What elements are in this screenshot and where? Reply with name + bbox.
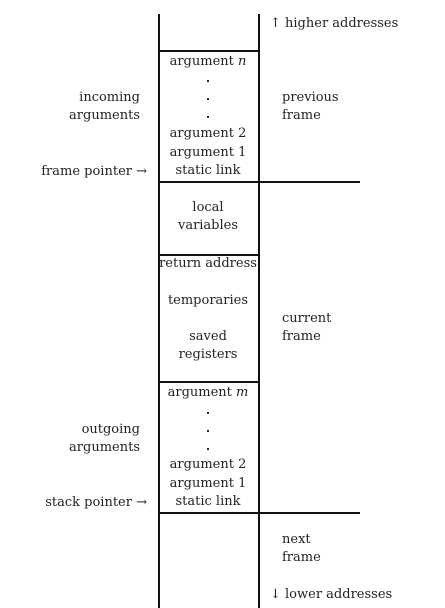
outgoing-argument-2-cell: argument 2 [169, 457, 247, 472]
ellipsis-dot [207, 430, 209, 432]
argument-m-cell: argument m [158, 384, 258, 402]
ellipsis-dot [207, 80, 209, 82]
outgoing-argument-1-cell: argument 1 [169, 476, 247, 491]
outgoing-arguments-label-line1: outgoing [81, 422, 140, 437]
temporaries-cell: temporaries [167, 293, 249, 308]
saved-registers-cell-line2: registers [178, 347, 238, 362]
divider-current-frame-bottom [158, 512, 360, 514]
return-address-cell: return address [159, 256, 257, 271]
ellipsis-dot [207, 412, 209, 414]
lower-addresses-label: ↓ lower addresses [270, 587, 393, 602]
previous-frame-label-line1: previous [282, 90, 339, 105]
divider-previous-frame-bottom [158, 181, 360, 183]
stack-left-border [158, 14, 160, 608]
incoming-argument-2-cell: argument 2 [169, 126, 247, 141]
argument-m-prefix: argument [167, 385, 237, 400]
local-variables-cell-line1: local [192, 200, 224, 215]
incoming-argument-1-cell: argument 1 [169, 145, 247, 160]
local-variables-cell-line2: variables [177, 218, 239, 233]
argument-n-prefix: argument [169, 54, 239, 69]
divider-registers-bottom [158, 381, 260, 383]
ellipsis-dot [207, 116, 209, 118]
divider-top-cell [158, 50, 260, 52]
argument-n-variable: n [238, 54, 247, 69]
divider-locals-bottom [158, 254, 260, 256]
current-frame-label-line1: current [282, 311, 332, 326]
next-frame-label-line2: frame [282, 550, 321, 565]
argument-m-variable: m [236, 385, 249, 400]
outgoing-arguments-label-line2: arguments [69, 440, 140, 455]
ellipsis-dot [207, 98, 209, 100]
incoming-arguments-label-line2: arguments [69, 108, 140, 123]
current-frame-label-line2: frame [282, 329, 321, 344]
frame-pointer-label: frame pointer → [41, 164, 147, 179]
previous-frame-label-line2: frame [282, 108, 321, 123]
incoming-arguments-label-line1: incoming [79, 90, 140, 105]
ellipsis-dot [207, 448, 209, 450]
saved-registers-cell-line1: saved [189, 329, 227, 344]
stack-pointer-label: stack pointer → [45, 495, 147, 510]
next-frame-label-line1: next [282, 532, 311, 547]
outgoing-static-link-cell: static link [175, 494, 241, 509]
higher-addresses-label: ↑ higher addresses [270, 16, 399, 31]
argument-n-cell: argument n [158, 53, 258, 71]
incoming-static-link-cell: static link [175, 163, 241, 178]
stack-right-border [258, 14, 260, 608]
